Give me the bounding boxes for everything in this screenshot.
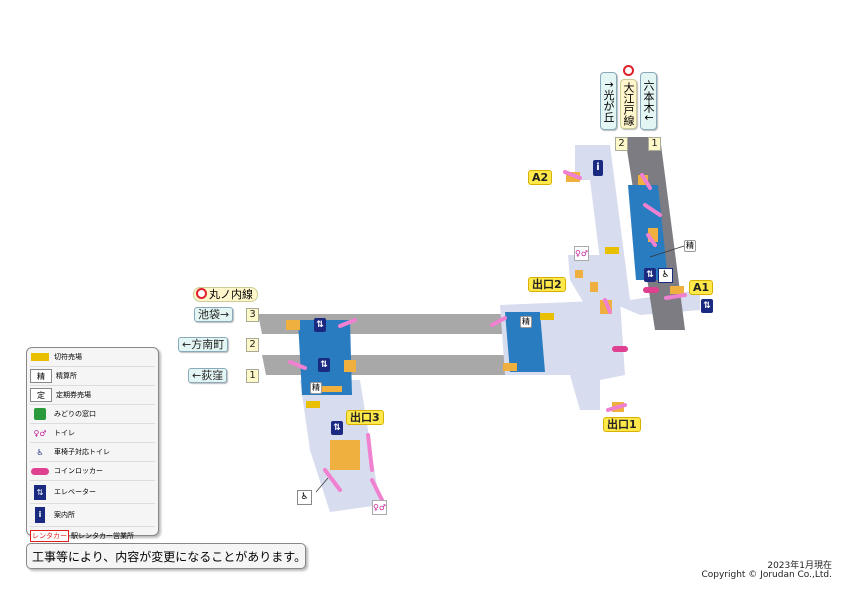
legend-item: 定定期券売場 xyxy=(30,386,155,405)
exit-1-label[interactable]: 出口1 xyxy=(603,417,641,432)
coin-locker-icon xyxy=(612,346,628,352)
rental-car-icon: レンタカー xyxy=(30,530,69,542)
ticket-machine-icon xyxy=(605,247,619,254)
marunouchi-line-label: 丸ノ内線 xyxy=(193,287,258,302)
line-circle-icon xyxy=(196,288,207,299)
toilet-icon: ♀♂ xyxy=(33,428,47,438)
platform-2-number: 2 xyxy=(246,338,259,352)
copyright: Copyright © Jorudan Co.,Ltd. xyxy=(701,570,832,580)
elevator-icon: ⇅ xyxy=(644,268,656,282)
elevator-icon: ⇅ xyxy=(701,299,713,313)
legend-item: 精精算所 xyxy=(30,367,155,386)
coin-locker-icon xyxy=(643,287,659,293)
legend-item: レンタカー駅レンタカー営業所 xyxy=(30,530,134,542)
information-icon: i xyxy=(593,160,603,176)
exit-2-label[interactable]: 出口2 xyxy=(528,277,566,292)
exit-a1-label[interactable]: A1 xyxy=(689,280,714,295)
exit2-passage xyxy=(568,255,605,305)
commuter-pass-icon: 定 xyxy=(30,388,52,402)
wheelchair-toilet-icon: ♿ xyxy=(36,447,44,457)
elevator-icon: ⇅ xyxy=(30,484,50,500)
ticket-machine-icon xyxy=(306,401,320,408)
oedo-direction-roppongi: 六本木↓ xyxy=(640,72,657,130)
elevator-icon: ⇅ xyxy=(314,318,326,332)
ticket-machine-icon xyxy=(30,351,50,363)
fare-adjustment-label: 精 xyxy=(520,316,532,328)
legend-item: みどりの窓口 xyxy=(30,405,155,424)
coin-locker-icon xyxy=(30,465,50,477)
fare-adjustment-label: 精 xyxy=(684,240,696,252)
fare-adjustment-icon: 精 xyxy=(30,369,52,383)
oedo-line-label: 大江戸線 xyxy=(620,60,637,129)
oedo-track-1: 1 xyxy=(648,137,661,151)
oedo-direction-hikarigaoka: ↑光が丘 xyxy=(600,72,617,130)
midori-window-icon xyxy=(30,408,50,420)
ticket-machine-icon xyxy=(540,313,554,320)
elevator-icon: ⇅ xyxy=(331,421,343,435)
platform-2-direction: ←方南町 xyxy=(178,337,229,352)
wheelchair-toilet-icon: ♿ xyxy=(297,490,312,505)
exit-3-label[interactable]: 出口3 xyxy=(346,410,384,425)
date-stamp: 2023年1月現在 xyxy=(767,561,832,571)
oedo-track-2: 2 xyxy=(615,137,628,151)
legend: 切符売場 精精算所 定定期券売場 みどりの窓口 ♀♂トイレ ♿車椅子対応トイレ … xyxy=(26,347,159,542)
legend-item: コインロッカー xyxy=(30,462,155,481)
toilet-icon: ♀♂ xyxy=(574,246,589,261)
legend-item: 切符売場 xyxy=(30,348,155,367)
legend-item: ⇅エレベーター xyxy=(30,481,155,504)
platform-1-direction: ←荻窪 xyxy=(188,368,228,383)
escalators-group xyxy=(288,170,687,502)
central-paid-area xyxy=(505,312,545,372)
information-icon: i xyxy=(30,507,50,523)
platform-3-number: 3 xyxy=(246,308,259,322)
toilet-icon: ♀♂ xyxy=(372,500,387,515)
elevator-icon: ⇅ xyxy=(318,358,330,372)
fare-adjustment-label: 精 xyxy=(310,382,322,394)
legend-item: ♀♂トイレ xyxy=(30,424,155,443)
platform-1-number: 1 xyxy=(246,369,259,383)
wheelchair-toilet-icon: ♿ xyxy=(658,268,673,283)
legend-item: ♿車椅子対応トイレ xyxy=(30,443,155,462)
platform-3-direction: 池袋→ xyxy=(194,307,234,322)
exit-a2-label[interactable]: A2 xyxy=(528,170,553,185)
oedo-concourse xyxy=(575,145,700,315)
notice-box: 工事等により、内容が変更になることがあります。 xyxy=(26,543,306,569)
west-paid-area xyxy=(298,320,352,395)
line-circle-icon xyxy=(623,65,634,76)
